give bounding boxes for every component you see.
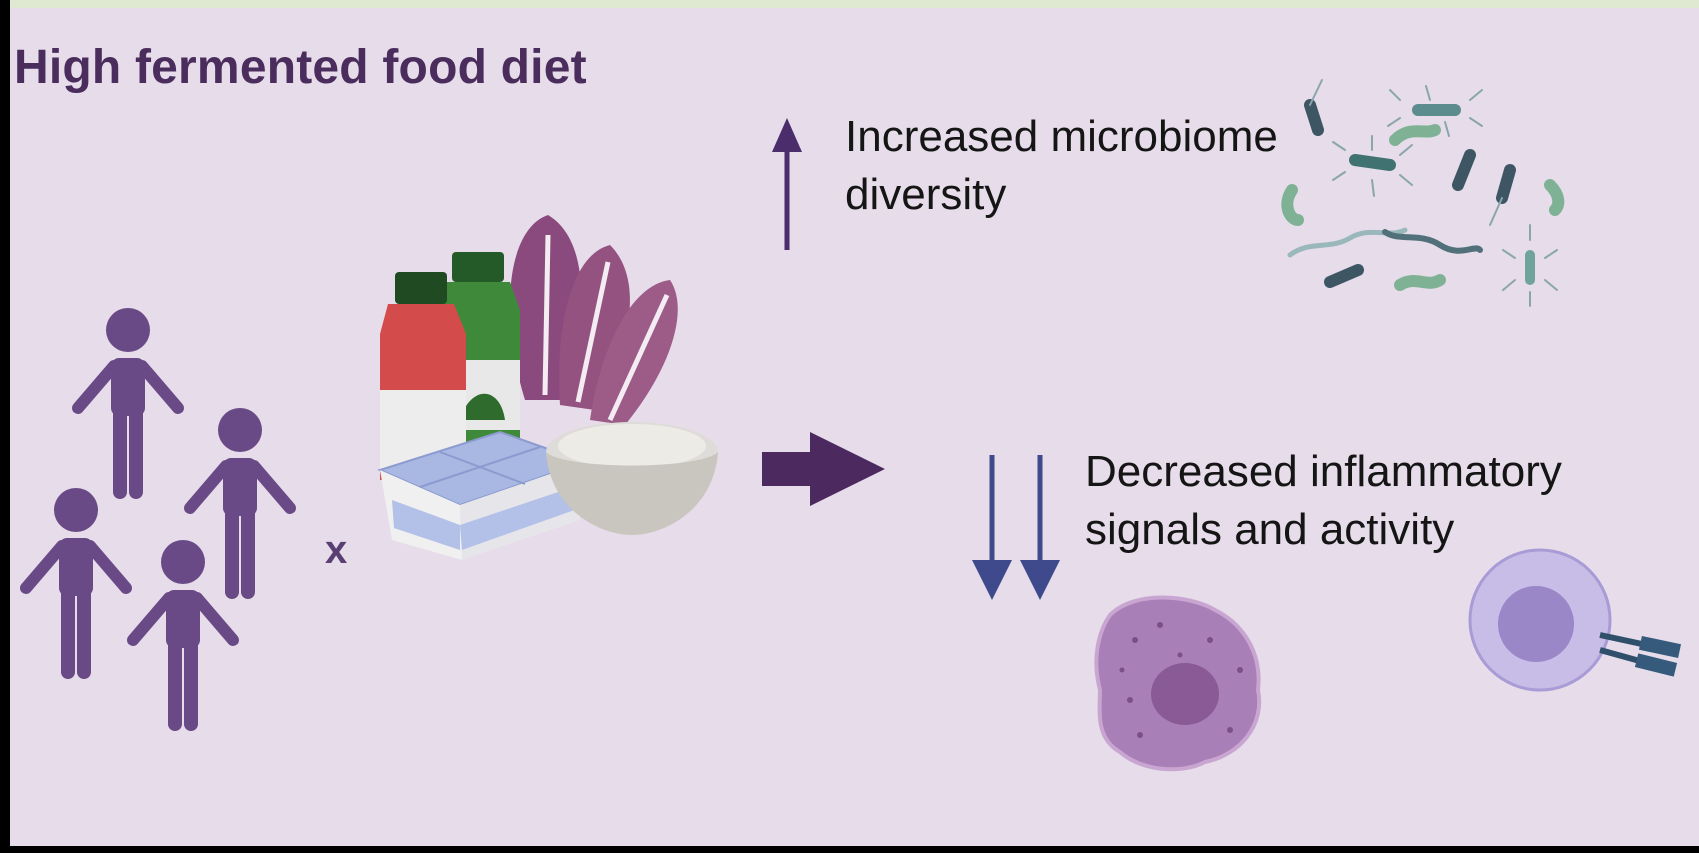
increase-outcome-text: Increased microbiome diversity <box>845 108 1365 224</box>
diagram-panel <box>10 8 1699 846</box>
right-arrow-icon <box>762 432 885 506</box>
radicchio-icon <box>509 215 678 425</box>
diagram-title: High fermented food diet <box>14 41 587 94</box>
bacteria-icon <box>1281 79 1565 307</box>
immune-cell-icon <box>1094 595 1262 772</box>
multiplier-label: x <box>325 528 348 572</box>
increase-line-2: diversity <box>845 170 1007 219</box>
yogurt-cups-icon <box>377 430 589 560</box>
fermented-foods-icon <box>377 215 718 560</box>
decrease-line-2: signals and activity <box>1085 505 1455 554</box>
decrease-outcome-text: Decreased inflammatory signals and activ… <box>1085 443 1645 559</box>
increase-line-1: Increased microbiome <box>845 112 1278 161</box>
rice-bowl-icon <box>546 422 718 535</box>
up-arrow-icon <box>772 118 802 250</box>
top-band <box>10 0 1699 8</box>
lymphocyte-icon <box>1468 548 1682 692</box>
decrease-line-1: Decreased inflammatory <box>1085 447 1562 496</box>
people-icon <box>20 308 296 731</box>
double-down-arrow-icon <box>972 455 1060 600</box>
